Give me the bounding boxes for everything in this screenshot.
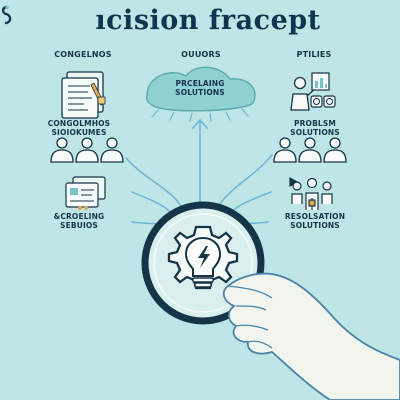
lightbulb-gear-icon: [167, 225, 239, 290]
column-label-left: CONGELNOS: [54, 50, 112, 59]
logo-icon: [1, 5, 93, 31]
column-label-right: PTILIES: [296, 50, 332, 59]
left-top-label-line2: SIOIOKUMES: [51, 127, 107, 137]
people-group-left-icon: [50, 137, 124, 163]
documents-icon: [61, 71, 106, 119]
right-top-label-line2: SOLUTIONS: [290, 127, 340, 137]
left-bottom-label-line2: SEBUIOS: [60, 220, 98, 230]
cloud-label-line1: PRCELAING: [175, 79, 225, 88]
right-top-label: PROBLSM SOLUTIONS: [270, 119, 360, 137]
right-bottom-label-line1: RESOLSATION: [284, 212, 346, 221]
presenter-icon: [290, 72, 336, 111]
team-icon: [289, 176, 333, 210]
page-title: ıcision fracept: [0, 5, 400, 36]
people-group-right-icon: [273, 137, 347, 163]
left-top-label: CONGOLMHOS SIOIOKUMES: [34, 119, 124, 137]
cloud-icon: [145, 66, 256, 122]
left-top-label-line1: CONGOLMHOS: [47, 119, 111, 128]
right-top-label-line1: PROBLSM: [293, 119, 337, 128]
hand-icon: [222, 272, 400, 400]
title-text: ıcision fracept: [95, 5, 321, 36]
cloud-label: PRCELAING SOLUTIONS: [150, 79, 250, 97]
left-bottom-label-line1: &CROELING: [53, 212, 105, 221]
cloud-label-line2: SOLUTIONS: [175, 87, 225, 97]
right-bottom-label: RESOLSATION SOLUTIONS: [270, 212, 360, 230]
left-bottom-label: &CROELING SEBUIOS: [34, 212, 124, 230]
report-cards-icon: [65, 176, 106, 210]
right-bottom-label-line2: SOLUTIONS: [290, 220, 340, 230]
column-label-center: OUUORS: [181, 50, 221, 59]
